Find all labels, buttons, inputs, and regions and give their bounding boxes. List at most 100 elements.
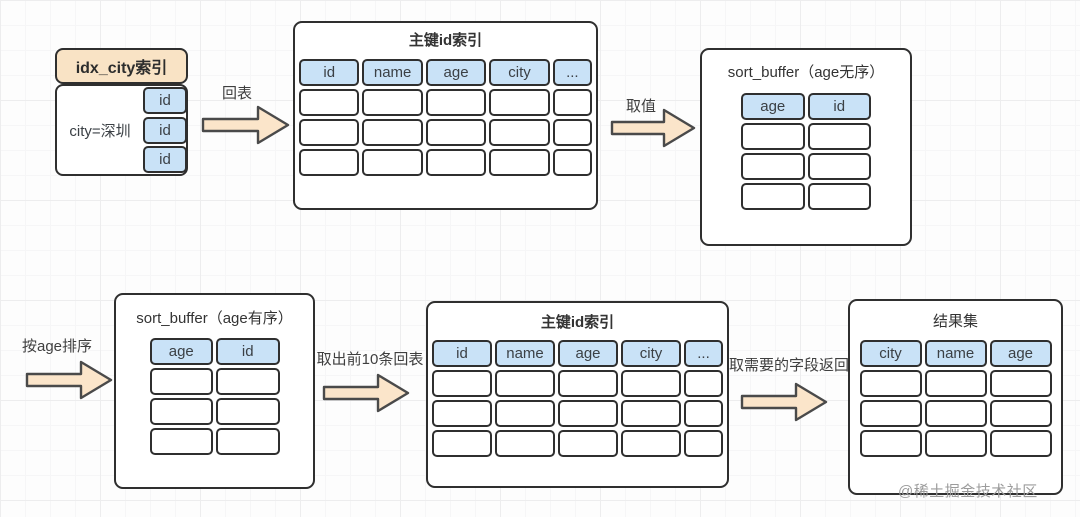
sort-buffer-unordered-node: sort_buffer（age无序） age id <box>700 48 912 246</box>
empty-cell <box>495 400 555 427</box>
table-grid: id name age city ... <box>432 340 723 457</box>
right-block-arrow-icon <box>610 108 696 148</box>
empty-cell <box>741 153 805 180</box>
right-block-arrow-icon <box>740 382 828 422</box>
idx-city-index-node: city=深圳 id id id <box>55 84 188 176</box>
column-header-cell: id <box>432 340 492 367</box>
empty-cell <box>924 370 987 397</box>
table-title: sort_buffer（age无序） <box>727 64 885 81</box>
empty-cell <box>299 149 360 176</box>
empty-cell <box>684 370 723 397</box>
primary-id-index-table-bottom: 主键id索引 id name age city ... <box>426 301 729 488</box>
empty-cell <box>552 119 592 146</box>
arrow-label: 回表 <box>221 85 252 102</box>
id-cell: id <box>143 87 187 114</box>
empty-cell <box>489 89 550 116</box>
empty-cell <box>552 149 592 176</box>
empty-cell <box>989 370 1052 397</box>
column-header-cell: id <box>807 93 871 120</box>
table-title: 结果集 <box>932 313 978 330</box>
arrow-label: 取需要的字段返回 <box>728 357 849 374</box>
empty-cell <box>216 368 280 395</box>
empty-cell <box>495 370 555 397</box>
empty-cell <box>621 370 681 397</box>
city-condition-label: city=深圳 <box>69 122 131 140</box>
column-header-cell: ... <box>552 59 592 86</box>
result-set-node: 结果集 city name age <box>848 299 1063 495</box>
empty-cell <box>924 430 987 457</box>
empty-cell <box>425 89 487 116</box>
column-header-cell: age <box>558 340 618 367</box>
table-grid: age id <box>741 93 871 210</box>
empty-cell <box>558 370 618 397</box>
empty-cell <box>299 89 360 116</box>
empty-cell <box>432 370 492 397</box>
column-header-cell: age <box>741 93 805 120</box>
empty-cell <box>362 149 423 176</box>
column-header-cell: city <box>859 340 922 367</box>
empty-cell <box>216 398 280 425</box>
watermark-text: @稀土掘金技术社区 <box>898 483 1038 500</box>
empty-cell <box>216 428 280 455</box>
column-header-cell: id <box>299 59 360 86</box>
column-header-cell: city <box>489 59 550 86</box>
arrow-label: 按age排序 <box>21 338 93 355</box>
column-header-cell: ... <box>684 340 723 367</box>
empty-cell <box>859 370 922 397</box>
empty-cell <box>558 430 618 457</box>
empty-cell <box>432 400 492 427</box>
empty-cell <box>489 119 550 146</box>
id-cell-column: id id id <box>143 86 187 174</box>
right-block-arrow-icon <box>322 373 410 413</box>
empty-cell <box>741 123 805 150</box>
arrow-label: 取出前10条回表 <box>316 351 424 368</box>
empty-cell <box>362 119 423 146</box>
column-header-cell: age <box>989 340 1052 367</box>
empty-cell <box>741 183 805 210</box>
empty-cell <box>924 400 987 427</box>
column-header-cell: name <box>362 59 423 86</box>
empty-cell <box>807 123 871 150</box>
empty-cell <box>859 430 922 457</box>
table-title: sort_buffer（age有序） <box>136 310 293 327</box>
table-grid: city name age <box>859 340 1052 457</box>
empty-cell <box>552 89 592 116</box>
column-header-cell: age <box>149 338 213 365</box>
empty-cell <box>495 430 555 457</box>
column-header-cell: name <box>495 340 555 367</box>
right-block-arrow-icon <box>201 105 290 145</box>
empty-cell <box>684 430 723 457</box>
empty-cell <box>989 400 1052 427</box>
table-grid: id name age city ... <box>299 59 592 176</box>
empty-cell <box>489 149 550 176</box>
empty-cell <box>362 89 423 116</box>
empty-cell <box>807 183 871 210</box>
empty-cell <box>621 400 681 427</box>
empty-cell <box>149 428 213 455</box>
empty-cell <box>859 400 922 427</box>
empty-cell <box>149 368 213 395</box>
empty-cell <box>425 149 487 176</box>
sort-buffer-ordered-node: sort_buffer（age有序） age id <box>114 293 315 489</box>
empty-cell <box>425 119 487 146</box>
column-header-cell: id <box>216 338 280 365</box>
primary-id-index-table-top: 主键id索引 id name age city ... <box>293 21 598 210</box>
column-header-cell: city <box>621 340 681 367</box>
column-header-cell: name <box>924 340 987 367</box>
empty-cell <box>621 430 681 457</box>
empty-cell <box>299 119 360 146</box>
empty-cell <box>149 398 213 425</box>
empty-cell <box>432 430 492 457</box>
idx-city-index-title: idx_city索引 <box>55 48 188 84</box>
right-block-arrow-icon <box>25 360 113 400</box>
id-cell: id <box>143 146 187 173</box>
empty-cell <box>807 153 871 180</box>
empty-cell <box>558 400 618 427</box>
table-title: 主键id索引 <box>540 314 615 331</box>
empty-cell <box>684 400 723 427</box>
id-cell: id <box>143 116 187 144</box>
table-title: 主键id索引 <box>408 32 483 49</box>
column-header-cell: age <box>425 59 487 86</box>
arrow-label: 取值 <box>625 98 656 115</box>
